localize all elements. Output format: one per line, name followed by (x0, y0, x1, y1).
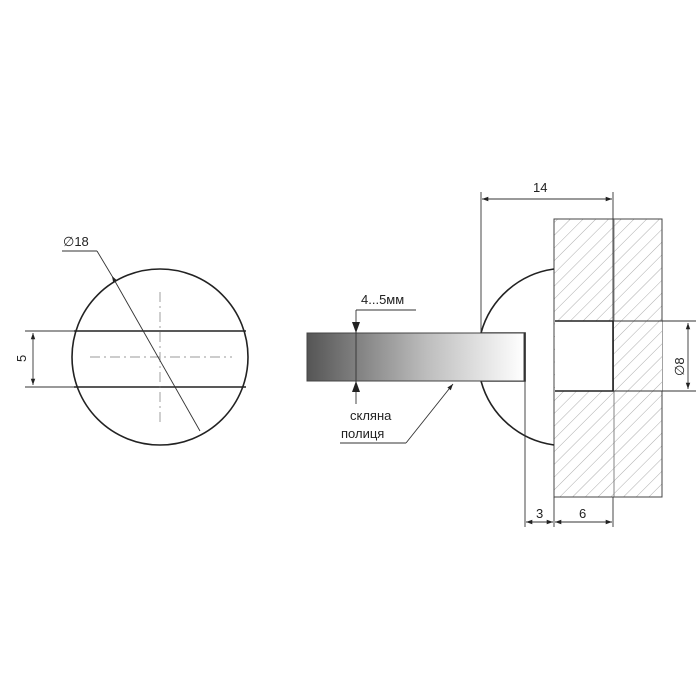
dome-head (479, 268, 555, 446)
slot-width-label: 5 (14, 355, 29, 362)
front-view: ∅18 5 (14, 234, 249, 446)
glass-thickness-label: 4...5мм (361, 292, 404, 307)
pin-hole (555, 321, 613, 391)
head-offset-label: 3 (536, 506, 543, 521)
glass-dim-arrow-top (352, 322, 360, 333)
pin-diameter-label: ∅8 (672, 357, 687, 376)
diameter-leader-line (111, 275, 201, 432)
glass-label-line1: скляна (350, 408, 392, 423)
pin-length-label: 6 (579, 506, 586, 521)
head-circle (71, 268, 249, 446)
glass-dim-arrow-bottom (352, 381, 360, 392)
pin-outline (555, 320, 614, 392)
side-view: 4...5мм скляна полиця 14 ∅8 3 6 (306, 180, 696, 527)
glass-label-line2: полиця (341, 426, 384, 441)
total-length-label: 14 (533, 180, 547, 195)
glass-leader-line (405, 383, 454, 444)
diameter-head-label: ∅18 (63, 234, 89, 249)
glass-shelf (306, 332, 525, 382)
hole-tip-gap (614, 321, 662, 391)
diameter-leader-tail (96, 250, 113, 277)
